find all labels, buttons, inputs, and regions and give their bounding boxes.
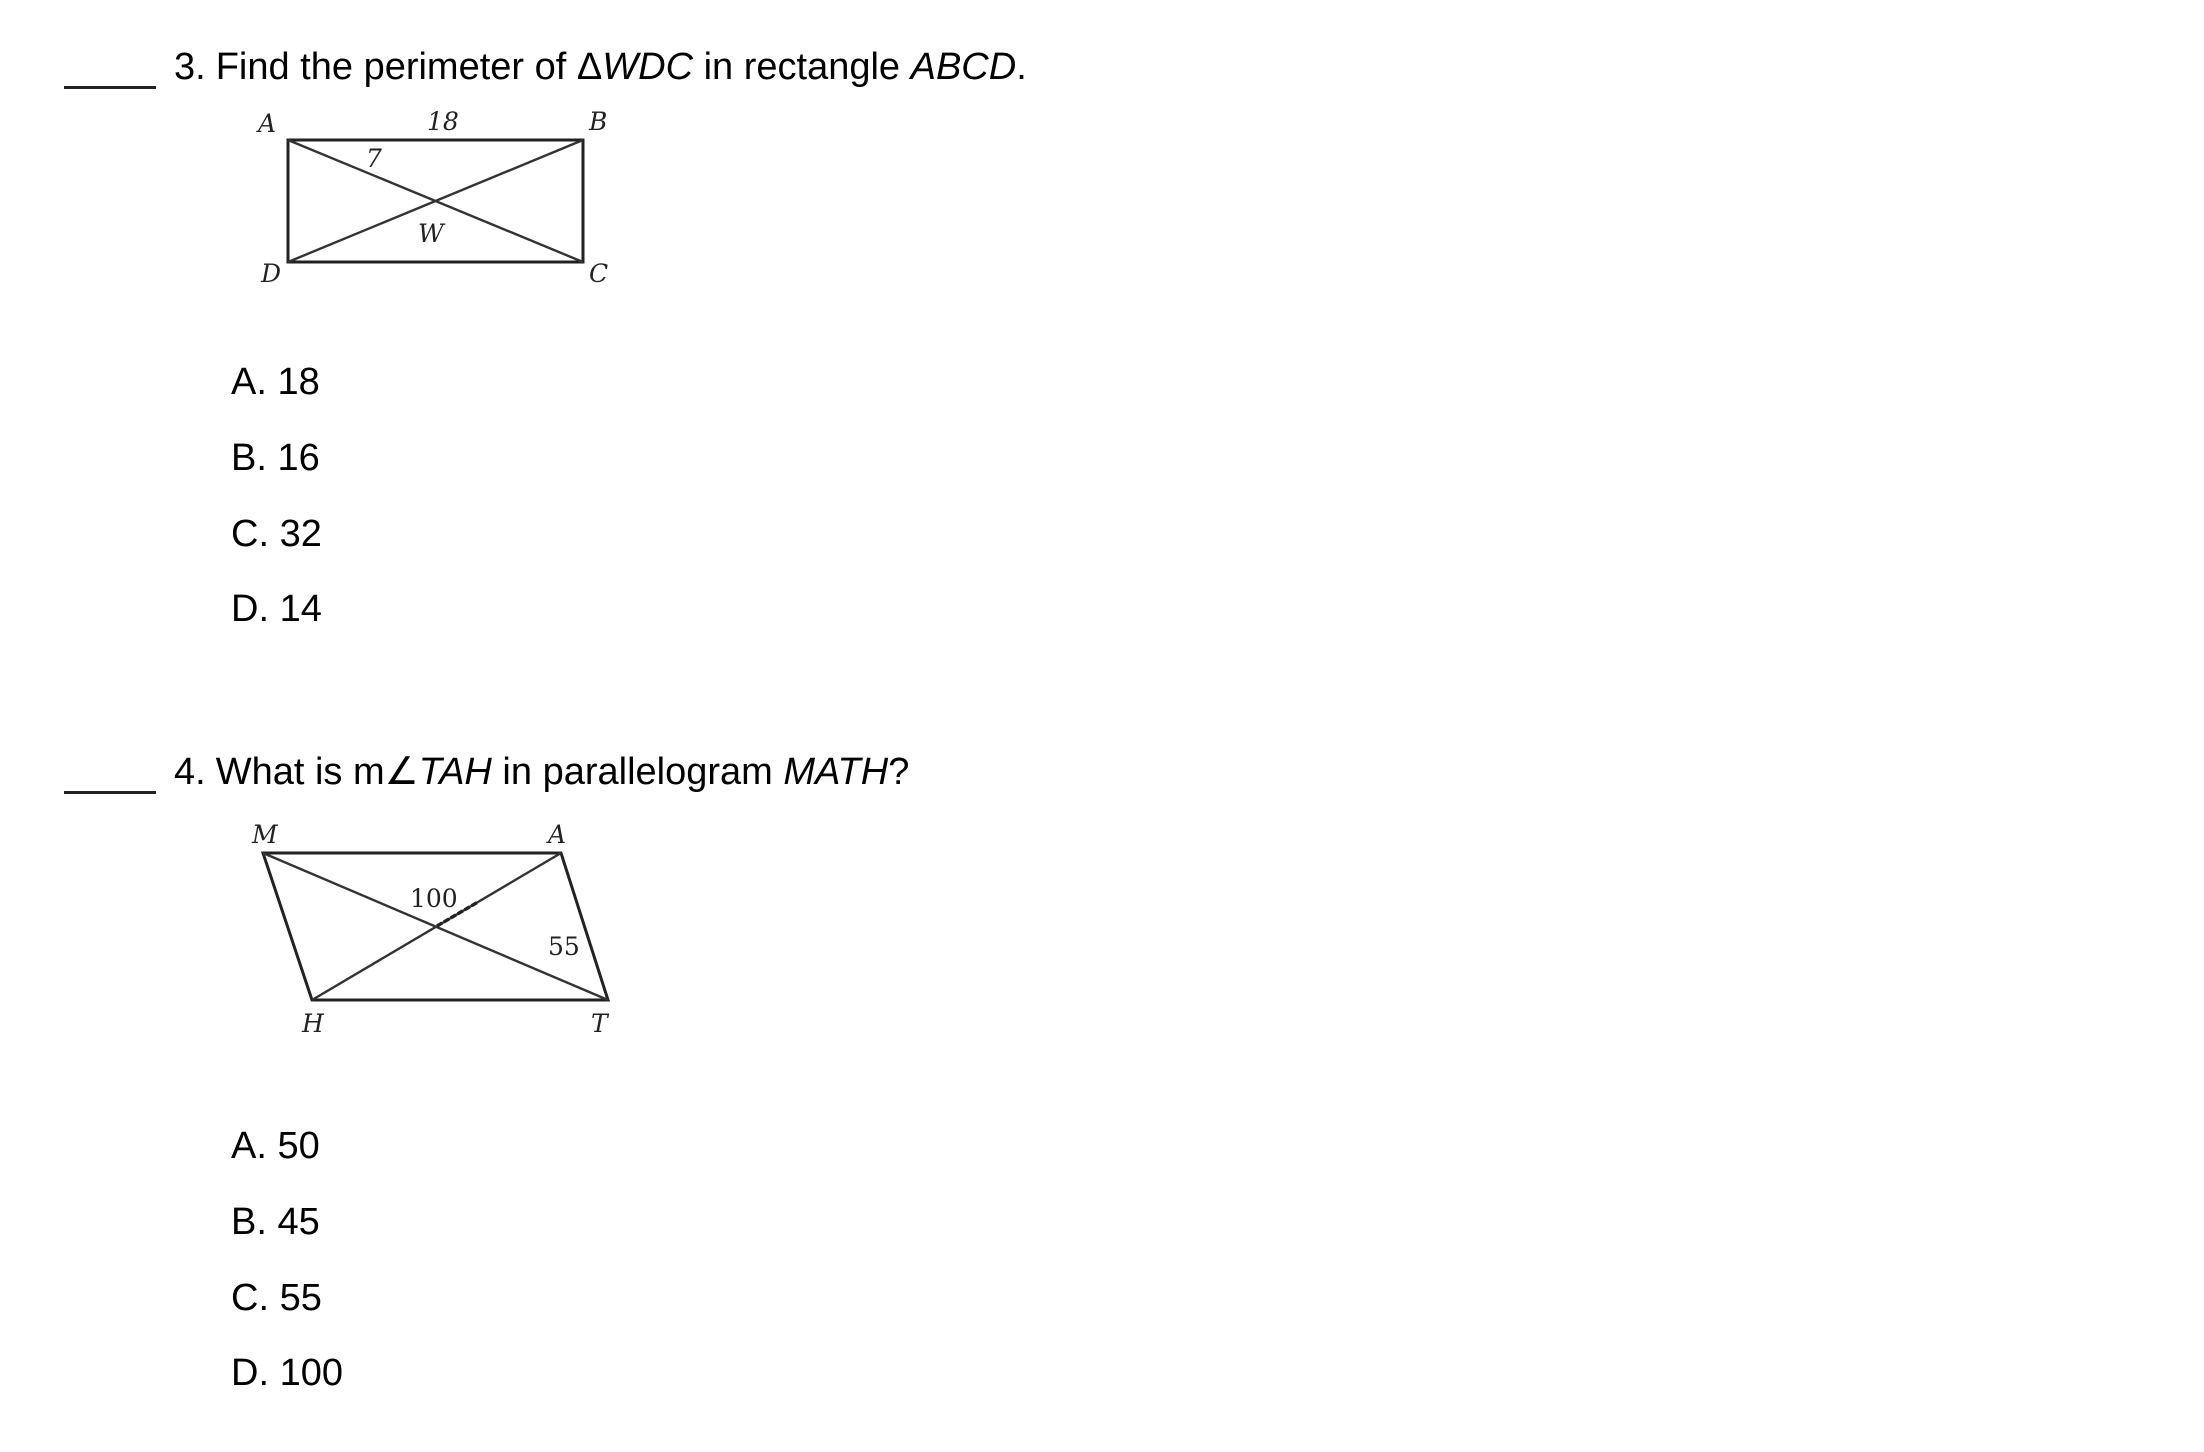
rectangle-outline (286, 138, 585, 264)
side-length-ab: 18 (427, 107, 459, 136)
choice-letter: B. (231, 1201, 267, 1243)
prompt-text: What is m (215, 751, 385, 793)
answer-blank-q3[interactable] (64, 86, 156, 89)
choice-letter: B. (231, 437, 267, 479)
parallelogram-math-diagram: M A 100 55 H T (251, 820, 611, 1038)
triangle-symbol: Δ (576, 46, 603, 88)
choice-value: 18 (277, 361, 320, 403)
question-4-prompt: 4.What is m∠TAH in parallelogram MATH? (174, 747, 909, 797)
vertex-label-t: T (591, 1009, 610, 1038)
angle-name: TAH (418, 751, 492, 793)
center-angle-value: 100 (410, 884, 458, 913)
angle-symbol: ∠ (384, 751, 419, 793)
choice-letter: A. (231, 361, 267, 403)
prompt-punctuation: . (1016, 46, 1027, 88)
choice-value: 55 (279, 1277, 322, 1319)
choice-value: 45 (277, 1201, 320, 1243)
question-number: 4. (174, 751, 206, 793)
diagonal-bd (287, 138, 584, 264)
choice-q3-c[interactable]: C. 32 (231, 512, 322, 556)
choice-value: 50 (277, 1125, 320, 1167)
segment-length-aw: 7 (366, 144, 382, 173)
choice-q4-b[interactable]: B. 45 (231, 1200, 320, 1244)
choice-q4-a[interactable]: A. 50 (231, 1124, 320, 1168)
choice-letter: C. (231, 1277, 269, 1319)
choice-value: 16 (277, 437, 320, 479)
answer-blank-q4[interactable] (64, 791, 156, 794)
vertex-label-d: D (260, 259, 281, 288)
choice-letter: D. (231, 1352, 269, 1394)
choice-letter: D. (231, 588, 269, 630)
prompt-punctuation: ? (888, 751, 910, 793)
choice-q3-b[interactable]: B. 16 (231, 436, 320, 480)
prompt-text: in parallelogram (491, 751, 784, 793)
choice-value: 32 (279, 513, 322, 555)
choice-q4-c[interactable]: C. 55 (231, 1276, 322, 1320)
rectangle-abcd-diagram: A 18 B 7 W D C (256, 107, 608, 288)
diagonal-ah (311, 851, 562, 1002)
parallelogram-name: MATH (783, 751, 889, 793)
vertex-label-a: A (546, 820, 566, 849)
point-label-w: W (418, 219, 446, 248)
rectangle-name: ABCD (910, 46, 1017, 88)
question-number: 3. (174, 46, 206, 88)
vertex-label-m: M (251, 820, 279, 849)
angle-value-at-t: 55 (548, 932, 580, 961)
choice-q4-d[interactable]: D. 100 (231, 1351, 343, 1395)
question-3-prompt: 3.Find the perimeter of ΔWDC in rectangl… (174, 42, 1027, 92)
prompt-text: in rectangle (693, 46, 911, 88)
vertex-label-b: B (588, 107, 607, 136)
prompt-text: Find the perimeter of (215, 46, 577, 88)
choice-letter: A. (231, 1125, 267, 1167)
choice-letter: C. (231, 513, 269, 555)
vertex-label-c: C (589, 259, 608, 288)
choice-q3-d[interactable]: D. 14 (231, 587, 322, 631)
vertex-label-h: H (301, 1009, 325, 1038)
vertex-label-a: A (256, 109, 276, 138)
choice-value: 14 (279, 588, 322, 630)
choice-value: 100 (279, 1352, 343, 1394)
triangle-name: WDC (602, 46, 694, 88)
choice-q3-a[interactable]: A. 18 (231, 360, 320, 404)
